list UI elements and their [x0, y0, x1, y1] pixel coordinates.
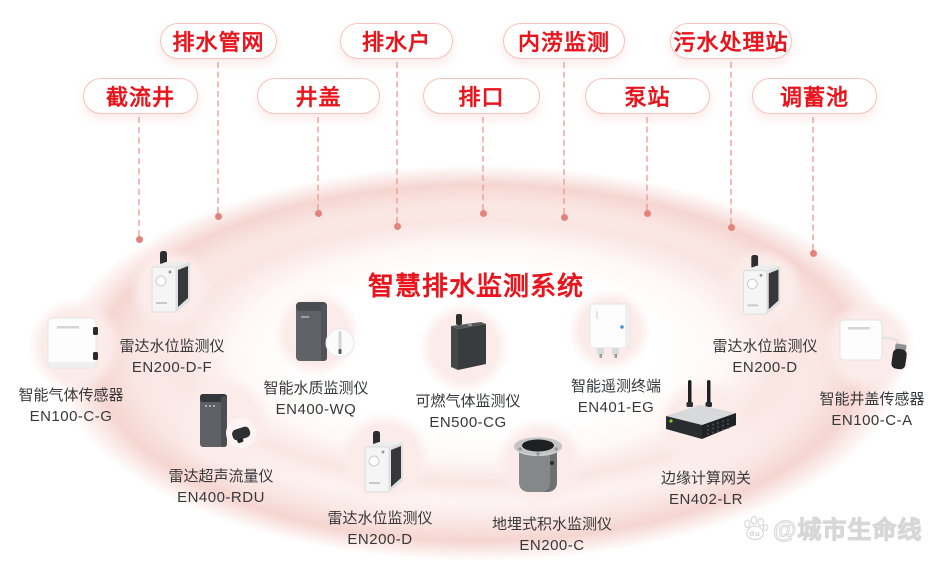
device-name: 雷达超声流量仪: [168, 468, 274, 485]
combustible-gas-device-icon: [444, 312, 490, 372]
device-label: 边缘计算网关 EN402-LR: [616, 468, 796, 510]
telemetry-terminal-device-icon: [582, 300, 636, 358]
device-name: 雷达水位监测仪: [119, 338, 225, 355]
connector-line-pump-station: [644, 117, 651, 217]
connector-line-manhole-cover: [315, 117, 322, 217]
device-label: 智能气体传感器 EN100-C-G: [0, 385, 161, 427]
device-name: 边缘计算网关: [660, 470, 751, 487]
connector-line-outlet: [480, 117, 487, 217]
tag-outlet: 排口: [423, 78, 540, 114]
radar-level-device-icon: [735, 254, 787, 316]
device-model: EN100-C-A: [831, 412, 913, 429]
radar-level-device-icon: [356, 430, 410, 494]
device-label: 地埋式积水监测仪 EN200-C: [462, 514, 642, 556]
device-model: EN400-RDU: [177, 489, 265, 506]
device-label: 雷达水位监测仪 EN200-D: [290, 508, 470, 550]
tag-storage-tank: 调蓄池: [752, 78, 877, 114]
tag-pipe-network: 排水管网: [160, 23, 277, 59]
device-label: 雷达水位监测仪 EN200-D-F: [82, 336, 262, 378]
tag-manhole-cover: 井盖: [257, 78, 380, 114]
device-label: 雷达超声流量仪 EN400-RDU: [131, 466, 311, 508]
watermark: du @城市生命线: [742, 510, 922, 545]
radar-level-device-icon: [144, 250, 196, 314]
tag-drainage-user: 排水户: [340, 23, 453, 59]
device-model: EN402-LR: [668, 491, 744, 508]
device-name: 雷达水位监测仪: [327, 510, 433, 527]
device-name: 智能井盖传感器: [819, 391, 925, 408]
connector-line-interception-well: [136, 117, 143, 243]
water-quality-device-icon: [292, 300, 356, 364]
connector-line-drainage-user: [394, 62, 401, 230]
manhole-sensor-device-icon: [836, 316, 910, 372]
device-model: EN200-D: [347, 531, 413, 548]
device-label: 雷达水位监测仪 EN200-D: [675, 336, 855, 378]
buried-water-device-icon: [512, 430, 564, 496]
device-label: 智能井盖传感器 EN100-C-A: [782, 389, 938, 431]
device-model: EN200-D-F: [131, 359, 213, 376]
tag-waterlogging-monitor: 内涝监测: [503, 23, 625, 59]
device-name: 雷达水位监测仪: [712, 338, 818, 355]
device-name: 地埋式积水监测仪: [491, 516, 612, 533]
page-title: 智慧排水监测系统: [367, 271, 584, 301]
edge-gateway-device-icon: [660, 378, 740, 442]
device-model: EN200-D: [732, 359, 798, 376]
tag-interception-well: 截流井: [83, 78, 198, 114]
connector-line-pipe-network: [215, 62, 222, 220]
paw-icon: du: [742, 514, 769, 541]
tag-sewage-station: 污水处理站: [670, 23, 792, 59]
connector-line-waterlogging: [561, 62, 568, 221]
svg-text:du: du: [749, 529, 760, 538]
watermark-text: @城市生命线: [772, 517, 923, 545]
connector-line-sewage-station: [728, 62, 735, 231]
device-model: EN100-C-G: [29, 408, 113, 425]
connector-line-storage-tank: [810, 117, 817, 257]
device-model: EN200-C: [519, 537, 585, 554]
tag-pump-station: 泵站: [585, 78, 710, 114]
device-name: 智能气体传感器: [18, 387, 124, 404]
